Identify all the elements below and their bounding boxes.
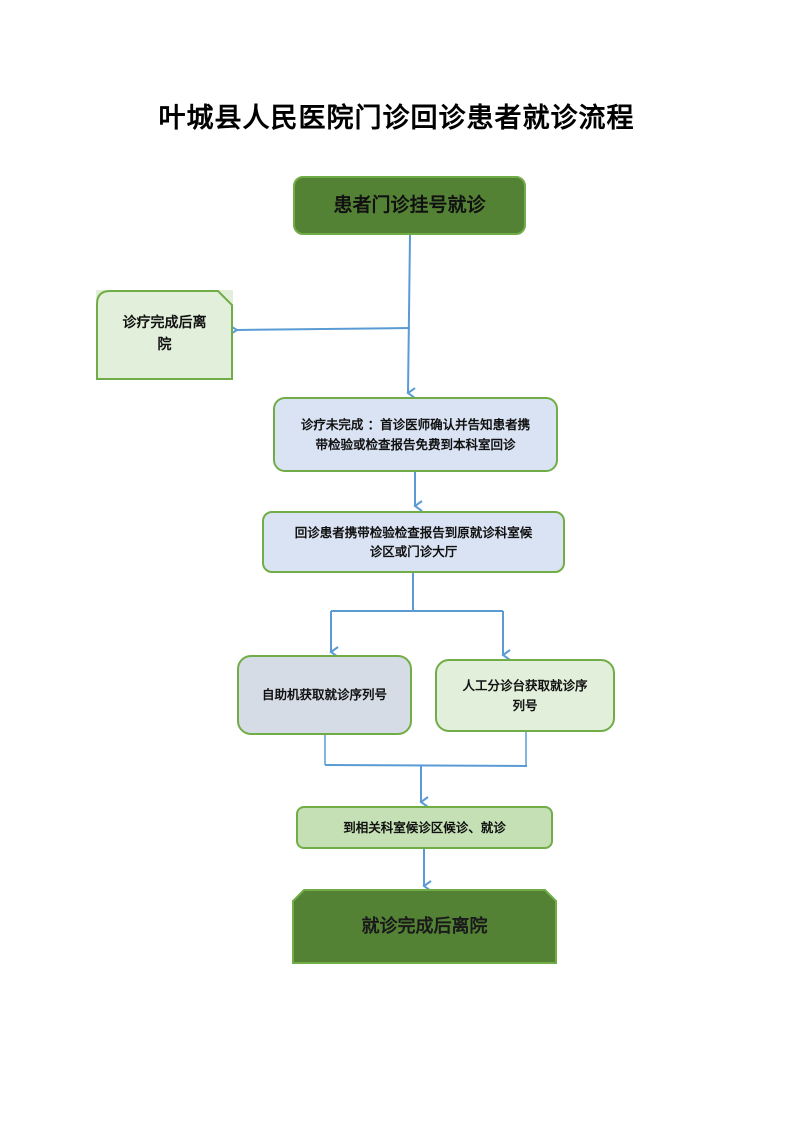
wait-for-consult-label: 到相关科室候诊区候诊、就诊 bbox=[343, 819, 506, 835]
manual-queue-node: 人工分诊台获取就诊序 列号 bbox=[435, 659, 615, 732]
connector-merge-horizontal bbox=[324, 764, 528, 767]
return-visit-label: 回诊患者携带检验检查报告到原就诊科室候 诊区或门诊大厅 bbox=[294, 524, 533, 559]
snipped-corners-shape bbox=[292, 889, 557, 964]
connector-start-to-incomplete bbox=[406, 234, 416, 399]
leave-after-treatment-label: 诊疗完成后离 院 bbox=[122, 315, 207, 353]
kiosk-queue-label: 自助机获取就诊序列号 bbox=[261, 687, 387, 703]
snipped-corner-shape bbox=[96, 290, 233, 380]
wait-for-consult-node: 到相关科室候诊区候诊、就诊 bbox=[296, 806, 553, 849]
end-node-label: 就诊完成后离院 bbox=[361, 915, 488, 937]
end-node-leave: 就诊完成后离院 bbox=[292, 889, 557, 964]
page-title: 叶城县人民医院门诊回诊患者就诊流程 bbox=[158, 103, 635, 134]
return-visit-node: 回诊患者携带检验检查报告到原就诊科室候 诊区或门诊大厅 bbox=[262, 511, 565, 573]
manual-queue-label: 人工分诊台获取就诊序 列号 bbox=[462, 678, 588, 713]
start-node-label: 患者门诊挂号就诊 bbox=[333, 193, 486, 216]
kiosk-queue-node: 自助机获取就诊序列号 bbox=[237, 655, 412, 735]
start-node-register: 患者门诊挂号就诊 bbox=[293, 176, 526, 235]
leave-after-treatment-node: 诊疗完成后离 院 bbox=[96, 290, 233, 380]
connector-to-leave-left bbox=[228, 324, 411, 336]
treatment-incomplete-label: 诊疗未完成 ：首诊医师确认并告知患者携 带检验或检查报告免费到本科室回诊 bbox=[300, 417, 531, 452]
treatment-incomplete-node: 诊疗未完成 ：首诊医师确认并告知患者携 带检验或检查报告免费到本科室回诊 bbox=[273, 397, 558, 472]
